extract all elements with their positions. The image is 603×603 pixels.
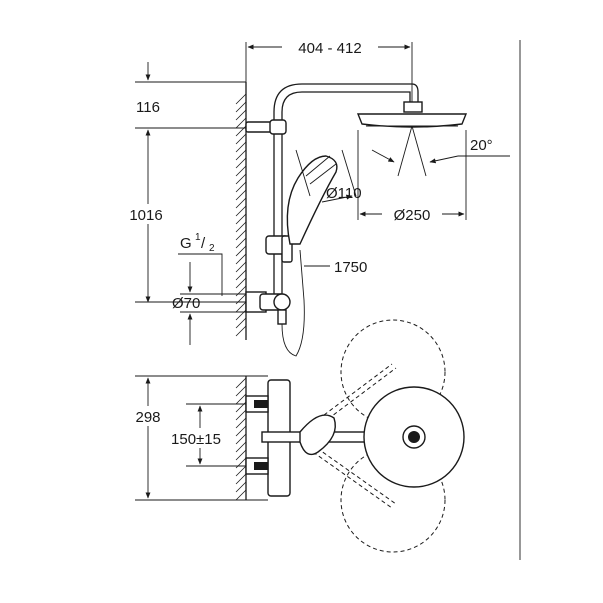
head-hub-inner bbox=[408, 431, 420, 443]
plan-wall-hatching bbox=[235, 377, 247, 501]
hatch-stroke bbox=[235, 401, 247, 413]
angle-leg-left bbox=[397, 125, 413, 177]
hatch-stroke bbox=[235, 197, 247, 209]
swing-arm-bottom bbox=[295, 435, 397, 509]
thread-leader bbox=[178, 253, 223, 296]
hatch-stroke bbox=[235, 157, 247, 169]
angle-arrow-right bbox=[429, 155, 459, 164]
rail-height-label: 1016 bbox=[129, 207, 162, 224]
shower-hose bbox=[281, 249, 305, 357]
svg-text:/: / bbox=[201, 235, 206, 252]
hatch-stroke bbox=[235, 293, 247, 305]
hatch-stroke bbox=[235, 93, 247, 105]
head-shower-diameter-label: Ø250 bbox=[394, 207, 431, 224]
dim-label-bg bbox=[128, 406, 168, 426]
hatch-stroke bbox=[235, 457, 247, 469]
dim-label-bg bbox=[382, 204, 442, 224]
hatch-stroke bbox=[235, 481, 247, 493]
hatch-stroke bbox=[235, 325, 247, 337]
hatch-stroke bbox=[235, 109, 247, 121]
hatch-stroke bbox=[235, 237, 247, 249]
diverter-knob bbox=[273, 293, 291, 311]
hose-length-label: 1750 bbox=[334, 259, 367, 276]
shower-arm-inner bbox=[281, 91, 411, 113]
hatch-stroke bbox=[235, 133, 247, 145]
hatch-stroke bbox=[235, 377, 247, 389]
hatch-stroke bbox=[235, 141, 247, 153]
dim-label-bg bbox=[282, 37, 378, 57]
wall-hatching bbox=[235, 93, 247, 337]
hatch-stroke bbox=[235, 261, 247, 273]
dim-label-bg bbox=[126, 204, 166, 224]
hatch-stroke bbox=[235, 385, 247, 397]
hatch-stroke bbox=[235, 317, 247, 329]
hatch-stroke bbox=[235, 189, 247, 201]
thread-label: G bbox=[180, 235, 192, 252]
thread-denominator: 2 bbox=[209, 243, 215, 254]
arm-projection-label: 404 - 412 bbox=[298, 40, 361, 57]
hatch-stroke bbox=[235, 417, 247, 429]
hatch-stroke bbox=[235, 101, 247, 113]
dim-hand-arrow bbox=[321, 194, 353, 203]
head-connector bbox=[403, 101, 423, 113]
hose-outlet bbox=[277, 309, 287, 325]
hatch-stroke bbox=[235, 165, 247, 177]
hatch-stroke bbox=[235, 433, 247, 445]
bracket-clamp bbox=[269, 119, 287, 135]
hand-shower-face-2 bbox=[309, 163, 337, 185]
shower-arm-outer bbox=[273, 83, 419, 113]
hatch-stroke bbox=[235, 149, 247, 161]
hatch-stroke bbox=[235, 393, 247, 405]
hatch-stroke bbox=[235, 125, 247, 137]
hatch-stroke bbox=[235, 309, 247, 321]
dim-hand-ext-1 bbox=[295, 149, 311, 197]
hatch-stroke bbox=[235, 213, 247, 225]
hand-shower-diameter-label: Ø110 bbox=[326, 185, 362, 202]
inlet-upper-nut bbox=[254, 400, 268, 408]
plan-view: 298 150±15 bbox=[128, 319, 465, 553]
plan-depth-label: 298 bbox=[135, 409, 160, 426]
head-angle-label: 20° bbox=[470, 137, 493, 154]
hatch-stroke bbox=[235, 117, 247, 129]
hatch-stroke bbox=[235, 277, 247, 289]
inlet-centres-label: 150±15 bbox=[171, 431, 221, 448]
hand-shower bbox=[286, 155, 338, 245]
swing-circle-bottom bbox=[340, 447, 446, 553]
head-shower bbox=[356, 113, 468, 128]
hatch-stroke bbox=[235, 285, 247, 297]
hand-shower-face bbox=[305, 155, 331, 177]
swing-arm-top bbox=[295, 363, 397, 441]
hatch-stroke bbox=[235, 409, 247, 421]
hatch-stroke bbox=[235, 269, 247, 281]
hand-shower-plan bbox=[299, 414, 336, 456]
hatch-stroke bbox=[235, 221, 247, 233]
escutcheon-label: Ø70 bbox=[172, 295, 200, 312]
hatch-stroke bbox=[235, 245, 247, 257]
hatch-stroke bbox=[235, 301, 247, 313]
swing-circle-top bbox=[340, 319, 446, 425]
hatch-stroke bbox=[235, 465, 247, 477]
dim-label-bg bbox=[160, 428, 232, 448]
elevation-view: 404 - 412 116 1016 G 1 / 2 Ø70 20° Ø110 bbox=[126, 37, 510, 357]
hatch-stroke bbox=[235, 449, 247, 461]
hatch-stroke bbox=[235, 473, 247, 485]
dim-hand-ext-2 bbox=[341, 149, 357, 197]
thread-numerator: 1 bbox=[195, 232, 201, 243]
inlet-lower-nut bbox=[254, 462, 268, 470]
hatch-stroke bbox=[235, 489, 247, 501]
hatch-stroke bbox=[235, 253, 247, 265]
angle-arrow-left bbox=[371, 149, 395, 163]
hatch-stroke bbox=[235, 441, 247, 453]
hatch-stroke bbox=[235, 229, 247, 241]
hatch-stroke bbox=[235, 181, 247, 193]
angle-leg-right bbox=[411, 125, 427, 177]
hatch-stroke bbox=[235, 173, 247, 185]
top-offset-label: 116 bbox=[136, 99, 160, 116]
hatch-stroke bbox=[235, 425, 247, 437]
hatch-stroke bbox=[235, 205, 247, 217]
